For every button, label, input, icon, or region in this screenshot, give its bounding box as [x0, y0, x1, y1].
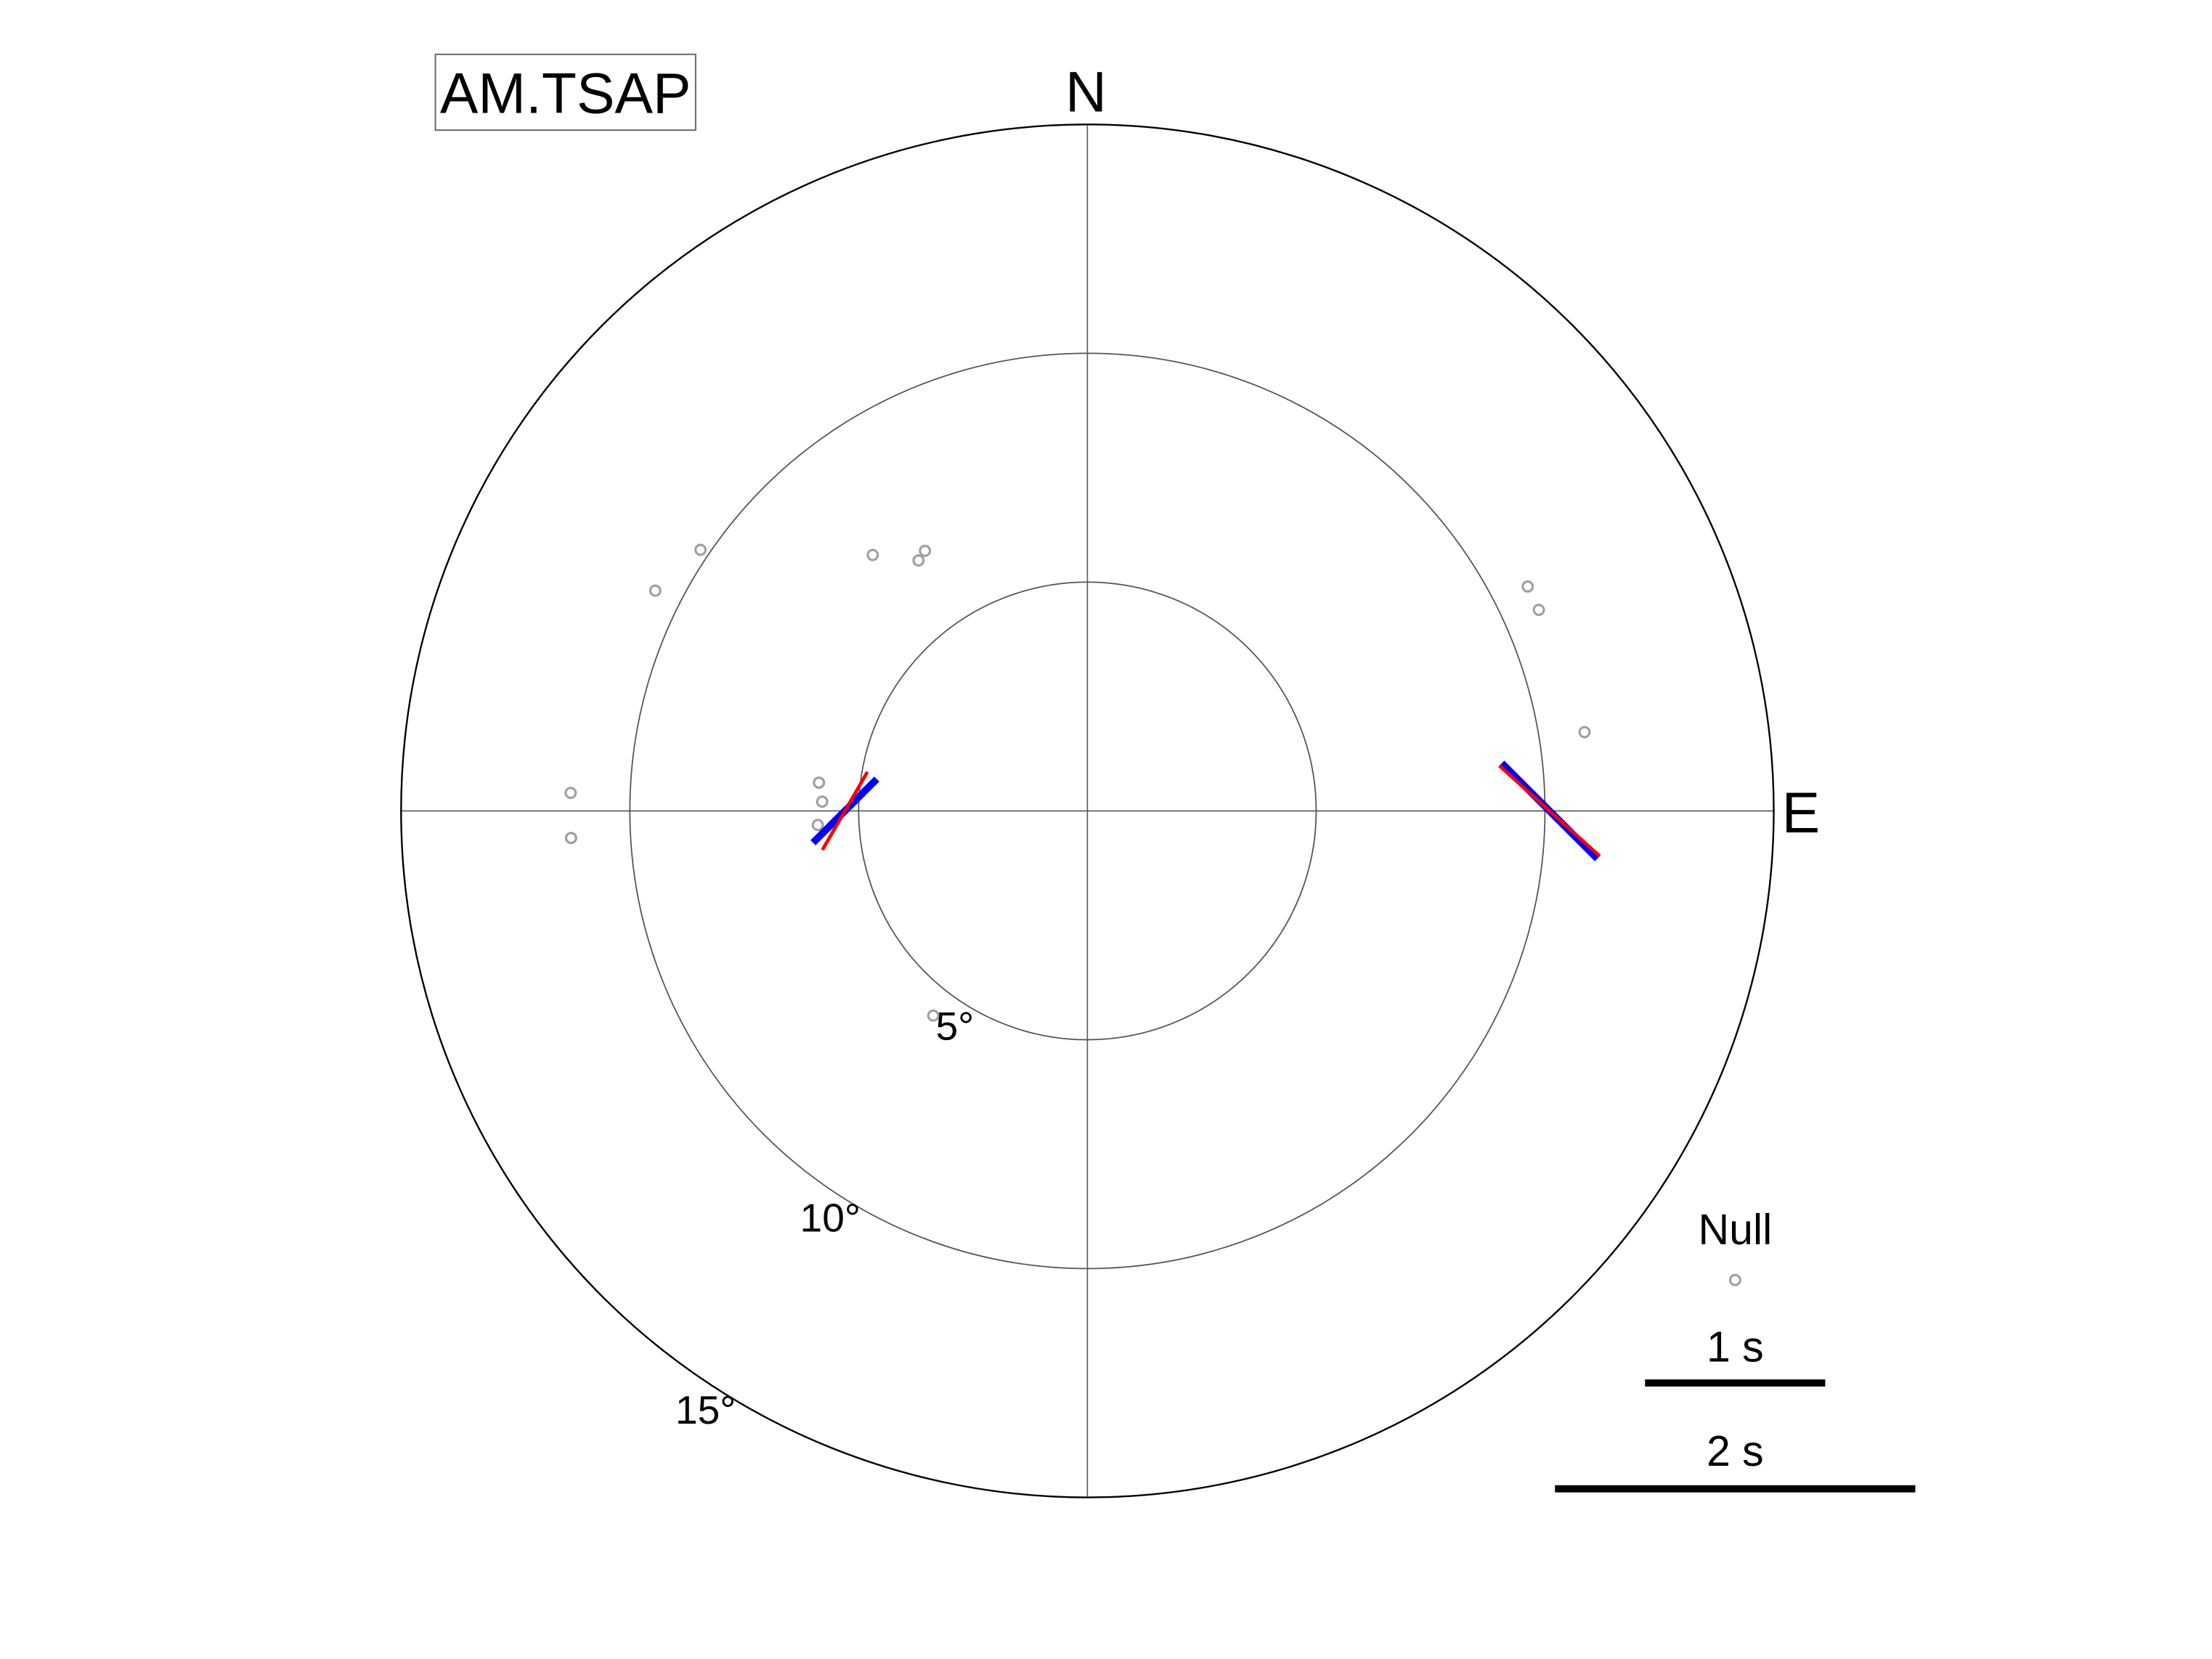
null-marker: [813, 776, 826, 790]
null-markers: [564, 543, 1591, 1022]
null-marker: [927, 1009, 940, 1022]
split-bar-red: [1498, 764, 1601, 858]
direction-label-north: N: [1065, 60, 1107, 124]
split-bars: [810, 760, 1601, 861]
ring-label-10deg: 10°: [800, 1196, 861, 1241]
station-title: AM.TSAP: [440, 62, 691, 126]
null-marker: [811, 819, 824, 832]
ring-labels: 5° 10° 15°: [675, 1003, 974, 1432]
null-marker: [1521, 580, 1534, 593]
ring-label-15deg: 15°: [675, 1387, 736, 1432]
null-marker: [648, 584, 662, 597]
null-marker: [919, 544, 932, 557]
legend: Null 1 s 2 s: [1555, 1206, 1916, 1493]
legend-null-marker: [1728, 1273, 1741, 1286]
legend-scale-label-1s: 1 s: [1707, 1323, 1764, 1371]
ring-5deg: [858, 581, 1317, 1041]
null-marker: [1532, 604, 1545, 617]
legend-null-label: Null: [1698, 1206, 1772, 1254]
split-bar-red: [821, 771, 869, 851]
stereonet-grid: [400, 123, 1775, 1498]
direction-label-east: E: [1782, 781, 1821, 845]
outer-ring: [400, 123, 1775, 1498]
null-marker: [564, 832, 577, 845]
station-title-box: [434, 53, 696, 131]
null-marker: [564, 787, 577, 800]
null-marker: [694, 543, 707, 556]
legend-scale-label-2s: 2 s: [1707, 1427, 1764, 1475]
null-marker: [816, 795, 829, 808]
null-marker: [912, 554, 925, 567]
null-marker: [866, 548, 879, 561]
null-marker: [1578, 726, 1591, 739]
ring-label-5deg: 5°: [935, 1003, 974, 1048]
